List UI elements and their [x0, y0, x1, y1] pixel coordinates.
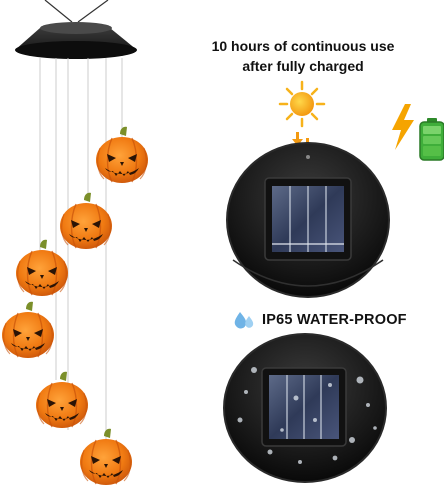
solar-panel-waterproof — [223, 333, 387, 483]
lightning-bolt-icon — [392, 104, 414, 150]
pumpkin-light — [1, 301, 55, 359]
sun-icon — [278, 80, 326, 128]
water-drop-icon — [234, 312, 254, 329]
water-droplets — [237, 367, 377, 464]
charge-caption-line2: after fully charged — [242, 58, 364, 74]
charge-caption-line1: 10 hours of continuous use — [211, 38, 395, 54]
charge-caption: 10 hours of continuous use after fully c… — [208, 36, 398, 76]
wind-chime — [1, 0, 149, 486]
pumpkin-light — [35, 371, 89, 429]
solar-cap — [15, 22, 137, 59]
waterproof-caption: IP65 WATER-PROOF — [262, 312, 407, 328]
solar-panel-top — [226, 142, 390, 298]
battery-icon — [419, 118, 444, 161]
pumpkin-light — [15, 239, 69, 297]
